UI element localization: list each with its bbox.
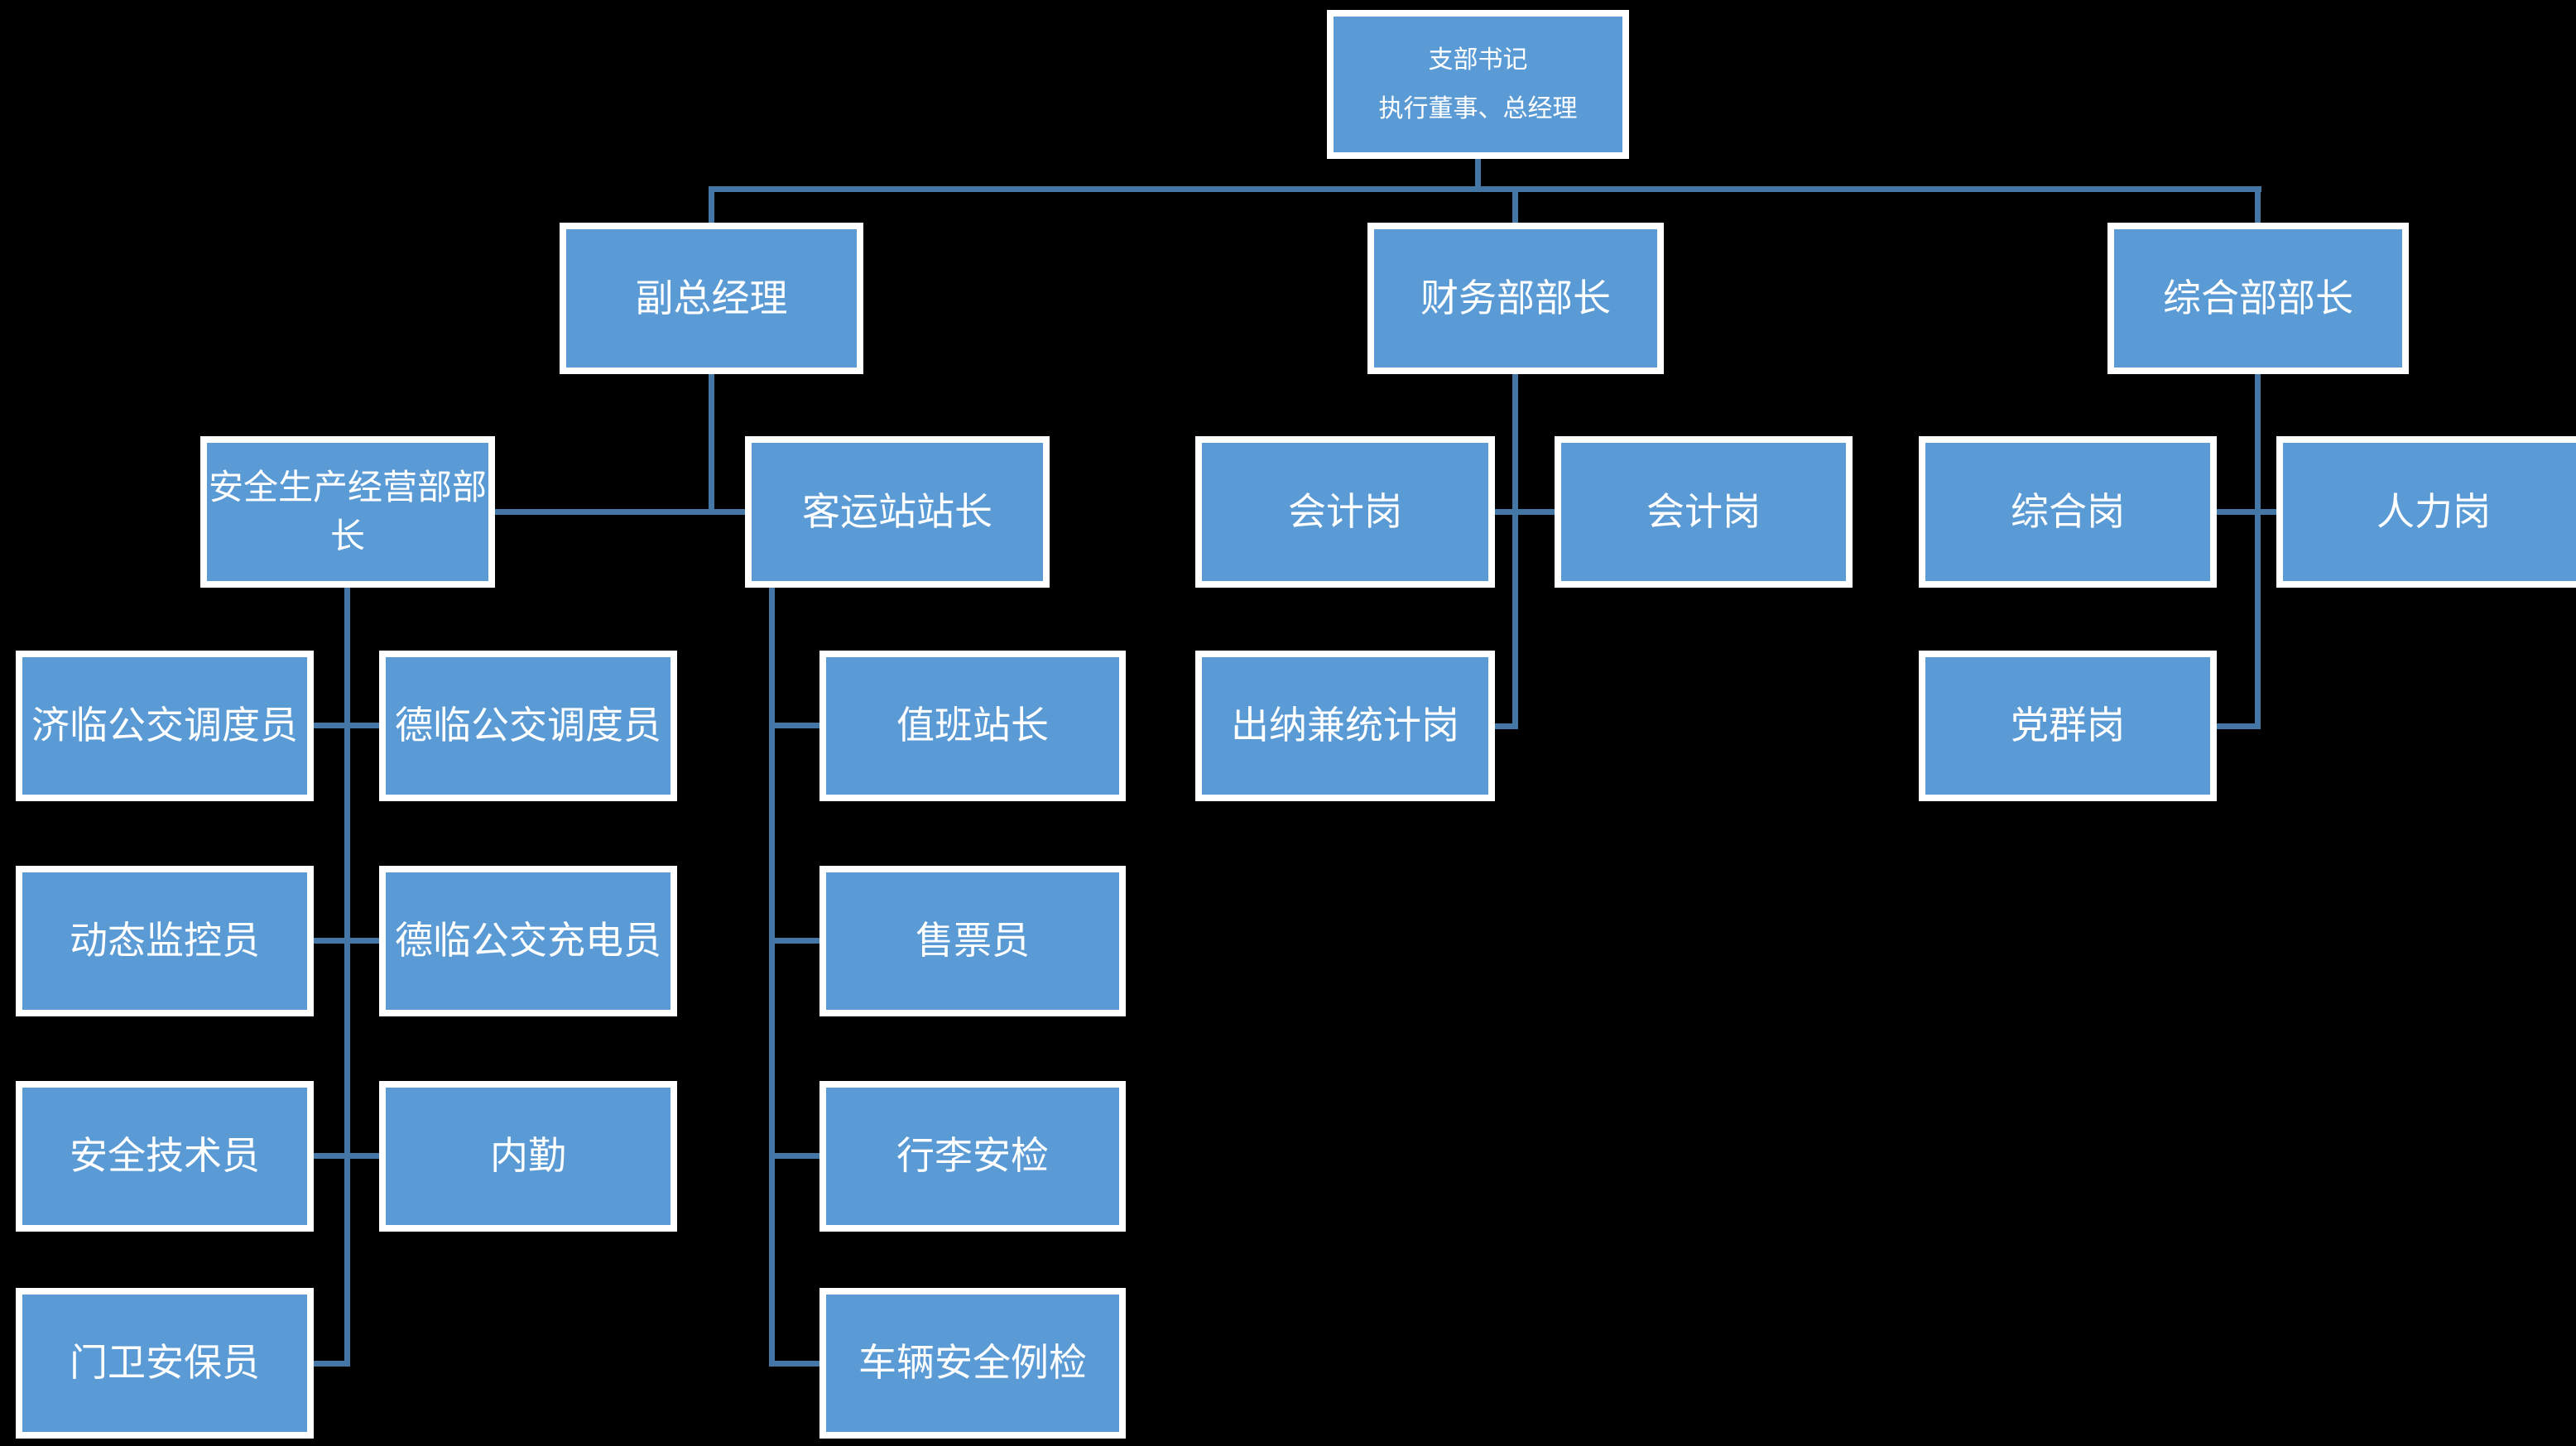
node-safety-production-dept-head: 安全生产经营部部长 (200, 436, 495, 588)
connector-safety-elbow-row4 (314, 1361, 350, 1367)
connector-drop-deputy-gm (709, 186, 714, 223)
node-dynamic-monitor: 动态监控员 (16, 866, 314, 1016)
node-delin-bus-dispatcher: 德临公交调度员 (379, 651, 677, 801)
connector-top-horizontal (709, 186, 2261, 192)
connector-finance-elbow (1495, 723, 1518, 729)
node-branch-secretary-line1: 支部书记 (1428, 46, 1528, 74)
node-vehicle-safety-inspection: 车辆安全例检 (819, 1288, 1126, 1439)
node-deputy-general-manager: 副总经理 (560, 223, 863, 374)
node-general-post: 综合岗 (1919, 436, 2217, 588)
node-passenger-station-master: 客运站站长 (745, 436, 1050, 588)
node-ticket-seller: 售票员 (819, 866, 1126, 1016)
node-gate-security-guard: 门卫安保员 (16, 1288, 314, 1439)
connector-safety-trunk (344, 588, 350, 1367)
connector-station-stub-row1 (772, 723, 819, 728)
connector-deputy-trunk (709, 374, 714, 515)
node-general-affairs-dept-head: 综合部部长 (2107, 223, 2409, 374)
node-safety-technician: 安全技术员 (16, 1081, 314, 1232)
connector-finance-stub (1495, 509, 1555, 515)
node-delin-bus-charger: 德临公交充电员 (379, 866, 677, 1016)
node-hr-post: 人力岗 (2276, 436, 2576, 588)
connector-general-stub (2217, 509, 2276, 515)
connector-safety-stub-row2 (314, 938, 379, 944)
node-office-clerk: 内勤 (379, 1081, 677, 1232)
connector-root-drop (1475, 159, 1481, 192)
node-jilin-bus-dispatcher: 济临公交调度员 (16, 651, 314, 801)
node-duty-station-master: 值班站长 (819, 651, 1126, 801)
connector-station-elbow-row4 (769, 1361, 819, 1367)
connector-station-trunk (769, 588, 775, 1367)
connector-deputy-horizontal (495, 509, 745, 515)
connector-station-stub-row2 (772, 938, 819, 944)
node-accountant-post-2: 会计岗 (1555, 436, 1853, 588)
node-finance-dept-head: 财务部部长 (1367, 223, 1664, 374)
connector-finance-trunk (1512, 374, 1518, 729)
node-accountant-post-1: 会计岗 (1195, 436, 1495, 588)
node-cashier-statistician-post: 出纳兼统计岗 (1195, 651, 1495, 801)
connector-safety-stub-row3 (314, 1153, 379, 1159)
connector-station-stub-row3 (772, 1153, 819, 1159)
node-luggage-security-check: 行李安检 (819, 1081, 1126, 1232)
node-party-group-post: 党群岗 (1919, 651, 2217, 801)
node-branch-secretary: 支部书记 执行董事、总经理 (1327, 10, 1629, 159)
connector-safety-stub-row1 (314, 723, 379, 728)
connector-general-trunk (2255, 374, 2261, 729)
node-branch-secretary-line2: 执行董事、总经理 (1378, 95, 1578, 123)
connector-drop-finance-head (1512, 186, 1518, 223)
connector-general-elbow (2217, 723, 2261, 729)
connector-drop-general-head (2255, 186, 2261, 223)
